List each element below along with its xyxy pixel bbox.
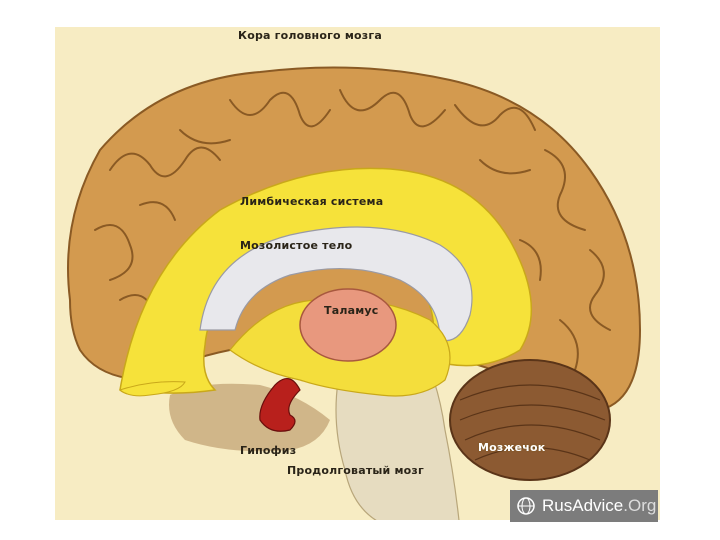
label-limbic-system: Лимбическая система [240,195,383,208]
lower-region [169,384,330,452]
label-medulla: Продолговатый мозг [287,464,424,477]
label-cerebellum: Мозжечок [478,441,545,454]
cerebellum-shape [450,360,610,480]
watermark: RusAdvice.Org [510,490,658,522]
label-cortex: Кора головного мозга [238,29,382,42]
watermark-site: RusAdvice.Org [542,496,656,516]
watermark-tld: .Org [623,496,656,515]
label-pituitary: Гипофиз [240,444,296,457]
watermark-site-name: RusAdvice [542,496,623,515]
globe-icon [516,496,536,516]
label-corpus-callosum: Мозолистое тело [240,239,352,252]
thalamus-shape [300,289,396,361]
label-thalamus: Таламус [324,304,379,317]
